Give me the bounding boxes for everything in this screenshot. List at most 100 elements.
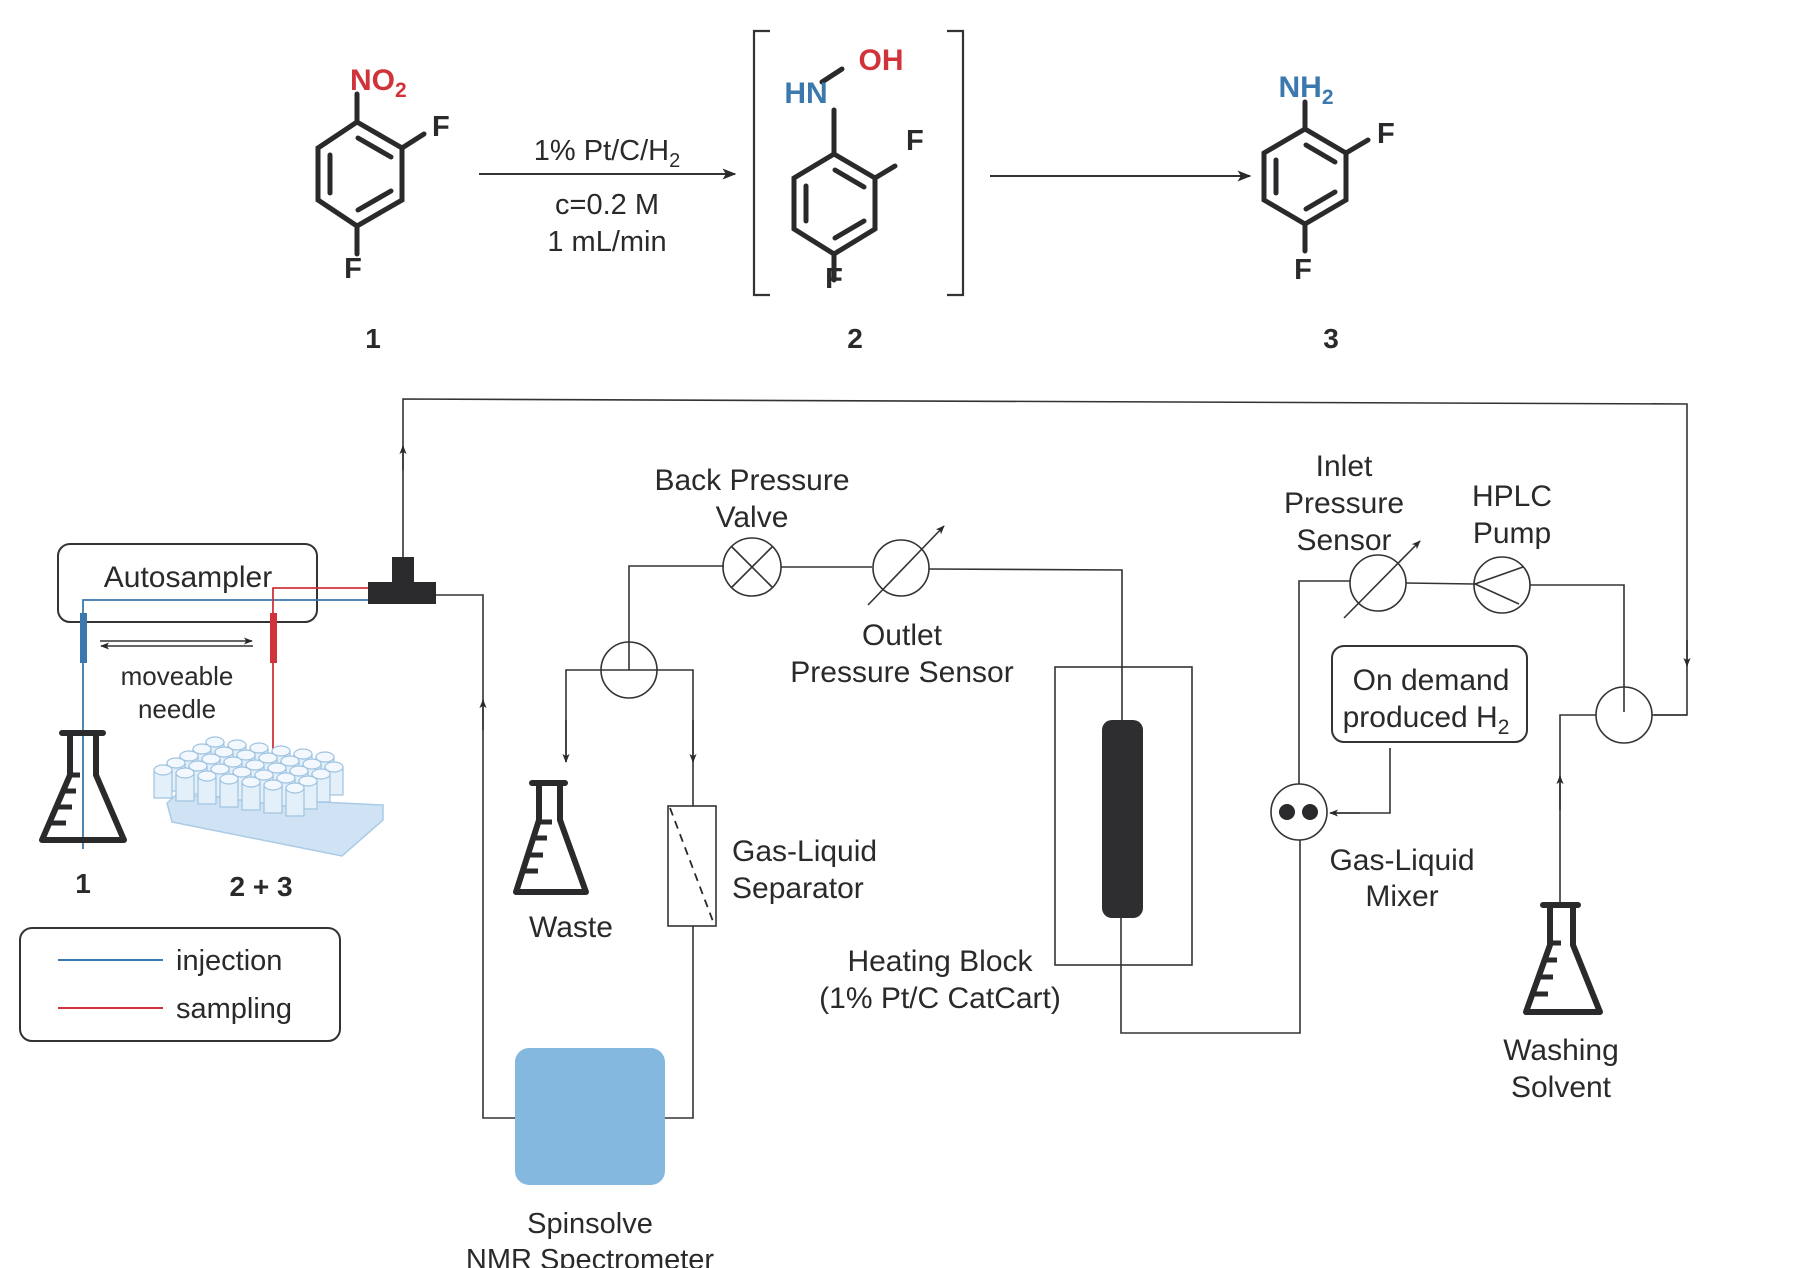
vial-top [298,775,318,787]
vial-top [241,776,261,788]
vial-top [324,761,344,773]
hplc-label-1: HPLC [1472,480,1552,513]
inlet-sensor-label-2: Pressure [1284,487,1404,520]
nmr-box [515,1048,665,1185]
vial-top [227,739,247,751]
outlet-sensor-label-2: Pressure Sensor [790,656,1013,689]
t-junction [368,557,515,1119]
vial-top [205,736,225,748]
vial-top [219,773,239,785]
vial-top [276,772,296,784]
nmr-label-2: NMR Spectrometer [466,1244,715,1268]
vials-label: 2 + 3 [229,871,292,902]
legend-injection-label: injection [176,945,282,977]
legend: injection sampling [19,927,341,1042]
waste-label: Waste [529,911,613,944]
bpv-label-1: Back Pressure [654,464,849,497]
vial-top [258,752,278,764]
concentration-condition: c=0.2 M [555,189,659,221]
vial-top [302,758,322,770]
vial-top [153,764,173,776]
washing-label-1: Washing [1503,1034,1619,1067]
vial-top [293,748,313,760]
distribution-valve-right [1556,686,1687,906]
bracket-right [947,29,965,297]
nitro-group: NO2 [350,64,407,102]
vial-top [315,751,335,763]
nmr-label-1: Spinsolve [527,1208,653,1240]
vial-top [210,763,230,775]
heating-block-label-1: Heating Block [847,945,1033,978]
fluorine-para-3: F [1294,254,1312,286]
vial-top [223,756,243,768]
hplc-pump: HPLC Pump [1472,480,1625,712]
mixer-label-2: Mixer [1365,880,1438,913]
catalyst-cartridge [1102,720,1143,918]
inlet-sensor-label-1: Inlet [1316,450,1373,483]
moveable-needle-label-2: needle [138,694,216,724]
compound-number-2: 2 [847,323,863,354]
vial-top [192,743,212,755]
compound-2-structure: HN OH F F 2 [752,29,965,354]
vial-top [271,745,291,757]
flask-1-icon: 1 [39,730,127,899]
compound-number-1: 1 [365,323,381,354]
vial-top [267,762,287,774]
legend-sampling-label: sampling [176,993,292,1025]
vial-rack-icon: 2 + 3 [153,736,384,902]
injection-needle [80,613,87,663]
benzene-ring-1 [315,91,427,257]
vial-top [175,767,195,779]
outlet-pressure-sensor: Outlet Pressure Sensor [790,525,1123,720]
h2-generator: On demand produced H2 [1331,645,1528,743]
separator-label-2: Separator [732,872,864,905]
oh-group: OH [859,44,904,77]
autosampler-box [57,543,318,623]
inlet-pressure-sensor: Inlet Pressure Sensor [1284,450,1475,619]
h2-label-2: produced H2 [1343,701,1510,739]
back-pressure-valve: Back Pressure Valve [654,464,872,597]
vial-top [188,760,208,772]
fluorine-ortho-3: F [1377,118,1395,150]
catalyst-condition: 1% Pt/C/H2 [534,135,681,172]
compound-number-3: 3 [1323,323,1339,354]
vial-top [201,753,221,765]
sampling-needle [270,613,277,663]
gas-liquid-mixer: Gas-Liquid Mixer [1270,580,1475,913]
amine-group: NH2 [1278,71,1333,109]
fluorine-ortho-1: F [432,111,450,143]
fluorine-para-1: F [344,253,362,285]
vial-top [245,759,265,771]
sampling-line [272,587,368,826]
vial-top [166,757,186,769]
reaction-arrow-1: 1% Pt/C/H2 c=0.2 M 1 mL/min [479,135,737,258]
vial-top [232,766,252,778]
separator-label-1: Gas-Liquid [732,835,877,868]
vial-top [197,770,217,782]
hplc-label-2: Pump [1473,517,1551,550]
washing-solvent-flask-icon: Washing Solvent [1503,902,1619,1104]
vial-top [311,768,331,780]
moveable-needle-label-1: moveable [121,661,234,691]
washing-label-2: Solvent [1511,1071,1612,1104]
vial-top [214,746,234,758]
fluorine-ortho-2: F [906,125,924,157]
vial-top [236,749,256,761]
vial-top [289,765,309,777]
bracket-left [752,29,770,297]
waste-flask-icon: Waste [513,780,613,944]
vial-top [179,750,199,762]
autosampler-label: Autosampler [104,561,272,594]
gas-liquid-separator: Gas-Liquid Separator [665,805,877,1119]
h2-label-1: On demand [1353,664,1510,697]
outlet-sensor-label-1: Outlet [862,619,943,652]
vial-top [280,755,300,767]
inlet-sensor-label-3: Sensor [1296,524,1391,557]
hn-group: HN [784,77,827,110]
heating-block-label-2: (1% Pt/C CatCart) [819,982,1061,1015]
bpv-label-2: Valve [716,501,789,534]
mixer-label-1: Gas-Liquid [1329,844,1474,877]
flask-1-label: 1 [75,868,91,899]
fluorine-para-2: F [825,263,843,295]
